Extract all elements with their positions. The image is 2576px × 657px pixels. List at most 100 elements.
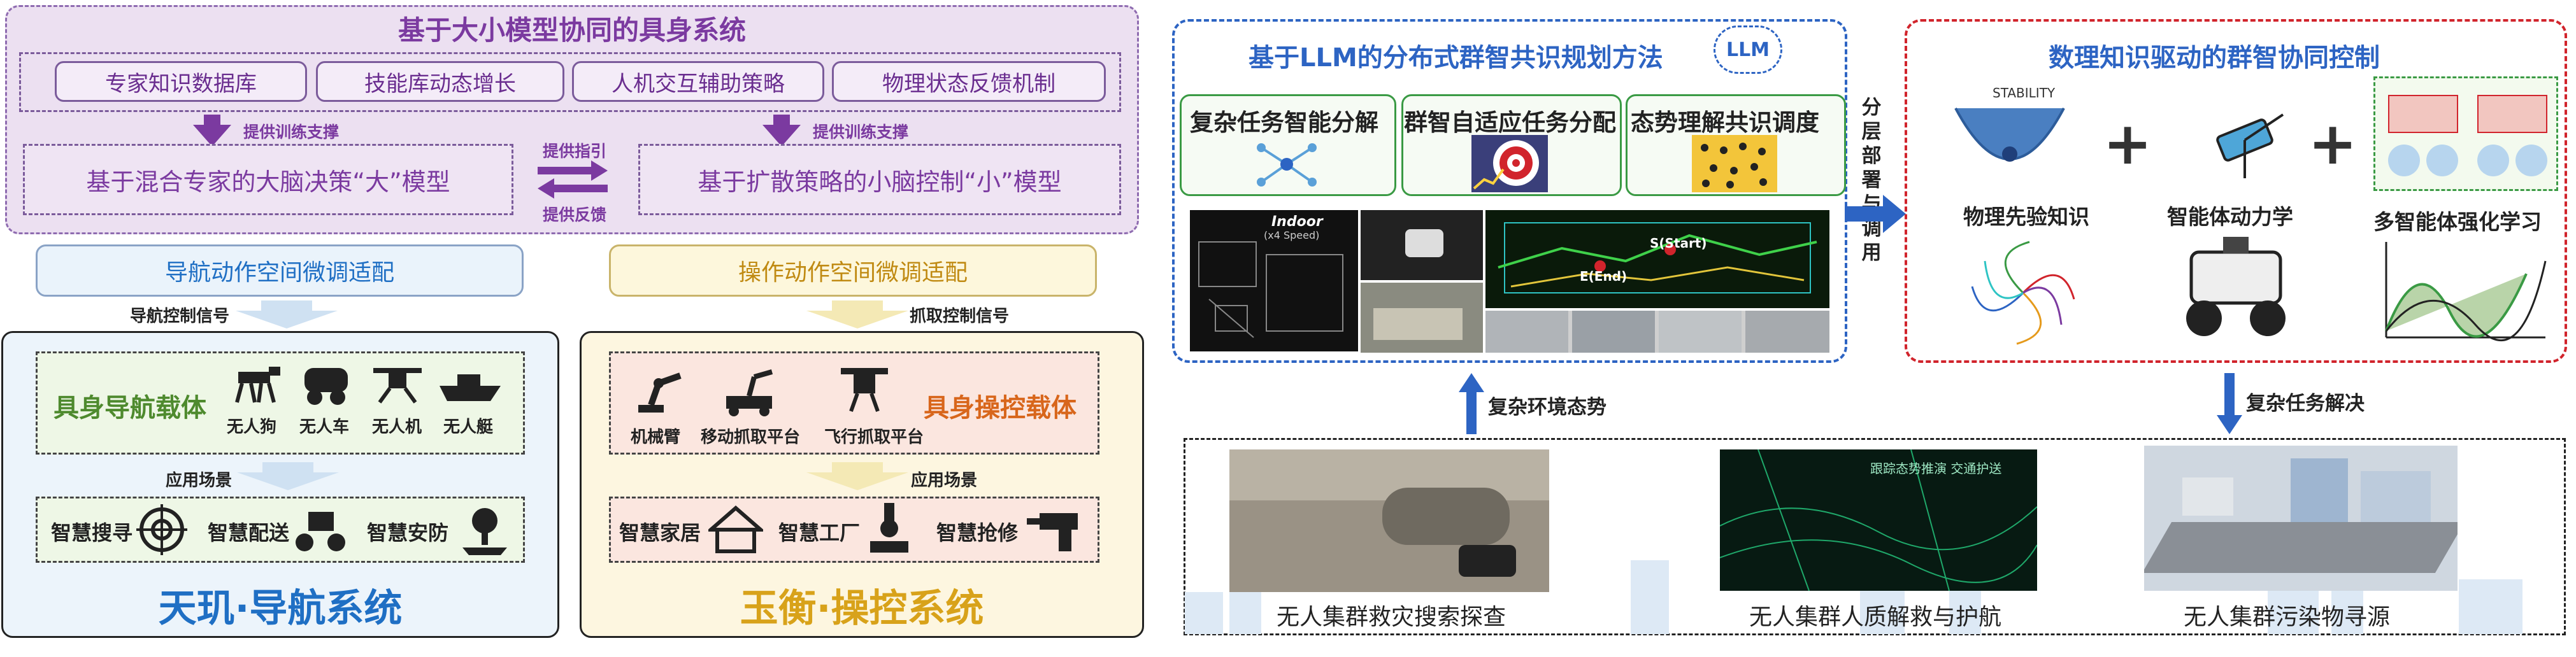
scenario-security-label: 智慧安防 bbox=[367, 521, 449, 545]
train-arrow-right-icon bbox=[762, 125, 801, 146]
point-cloud-drawing bbox=[1498, 222, 1817, 293]
boat-icon bbox=[440, 374, 501, 401]
manip-header: 操作动作空间微调适配 bbox=[609, 244, 1097, 297]
manip-scenario-label: 应用场景 bbox=[911, 471, 978, 490]
method-consensus-scheduling-label: 态势理解共识调度 bbox=[1631, 109, 1819, 136]
corridor-photo-strip bbox=[1485, 311, 1829, 353]
train-support-left-label: 提供训练支撑 bbox=[243, 123, 340, 141]
bidirectional-arrow-icon bbox=[538, 160, 608, 199]
manip-scenario-box bbox=[609, 497, 1099, 563]
end-point-label: E(End) bbox=[1580, 269, 1628, 284]
scenario-repair-label: 智慧抢修 bbox=[936, 521, 1019, 545]
module-row bbox=[19, 52, 1121, 112]
manip-carrier-label: 具身操控载体 bbox=[924, 393, 1077, 423]
up-arrow-icon bbox=[1459, 373, 1484, 434]
method-adaptive-allocation-label: 群智自适应任务分配 bbox=[1404, 109, 1616, 136]
start-point-label: S(Start) bbox=[1650, 236, 1707, 251]
dt-panel-title: 数理知识驱动的群智协同控制 bbox=[2049, 43, 2380, 73]
carrier-mobile-label: 移动抓取平台 bbox=[701, 428, 801, 447]
ground-robot-icon bbox=[2186, 237, 2286, 336]
small-model-box: 基于扩散策略的小脑控制“小”模型 bbox=[638, 144, 1121, 215]
nav-scenario-box bbox=[36, 497, 525, 563]
indoor-maze-drawing bbox=[1198, 241, 1343, 338]
scene-caption-rescue: 无人集群救灾搜索探查 bbox=[1277, 604, 1506, 630]
llm-planning-panel bbox=[1172, 19, 1847, 363]
dt-physical-prior-label: 物理先验知识 bbox=[1963, 204, 2089, 229]
module-skill-library: 技能库动态增长 bbox=[316, 61, 564, 102]
nav-header: 导航动作空间微调适配 bbox=[36, 244, 524, 297]
dt-agent-dynamics-label: 智能体动力学 bbox=[2167, 204, 2293, 229]
factory-robot-icon bbox=[870, 503, 908, 553]
layered-deploy-label: 分层部署与调用 bbox=[1861, 96, 1882, 264]
train-arrow-left-stem bbox=[204, 115, 220, 127]
flying-grasp-icon bbox=[841, 368, 888, 413]
provide-guidance-label: 提供指引 bbox=[543, 142, 607, 160]
nav-signal-arrow-icon bbox=[236, 300, 338, 328]
point-cloud-map-photo: E(End) S(Start) bbox=[1485, 210, 1829, 308]
tactical-map-drawing bbox=[1720, 449, 2037, 591]
llm-logo: LLM bbox=[1714, 25, 1782, 74]
scene-caption-hostage: 无人集群人质解救与护航 bbox=[1749, 604, 2002, 630]
nav-signal-label: 导航控制信号 bbox=[130, 307, 230, 326]
module-physical-feedback: 物理状态反馈机制 bbox=[832, 61, 1106, 102]
manip-signal-arrow-icon bbox=[806, 300, 908, 328]
train-arrow-left-icon bbox=[193, 125, 231, 146]
q-value-plot-icon bbox=[2385, 242, 2547, 342]
house-icon bbox=[708, 505, 763, 553]
manip-system-title: 玉衡·操控系统 bbox=[740, 586, 984, 631]
carrier-dog-label: 无人狗 bbox=[227, 418, 277, 437]
indoor-label: Indoor bbox=[1271, 214, 1323, 230]
complex-task-label: 复杂任务解决 bbox=[2246, 392, 2365, 415]
train-arrow-right-stem bbox=[773, 115, 790, 127]
pollution-source-photo bbox=[2144, 446, 2458, 591]
math-knowledge-panel bbox=[1905, 19, 2567, 363]
plus-icon-2: + bbox=[2308, 109, 2358, 178]
carrier-flying-label: 飞行抓取平台 bbox=[824, 428, 924, 447]
nav-carrier-label: 具身导航载体 bbox=[54, 393, 206, 423]
rubble-search-photo bbox=[1229, 449, 1549, 592]
target-icon bbox=[136, 504, 187, 555]
robot-dog-icon bbox=[235, 367, 280, 403]
robot-arm-icon bbox=[638, 372, 682, 413]
method-task-decomposition bbox=[1180, 94, 1396, 196]
security-camera-icon bbox=[462, 508, 507, 555]
scene-caption-pollution: 无人集群污染物寻源 bbox=[2184, 604, 2391, 630]
marl-architecture-diagram bbox=[2373, 76, 2558, 191]
provide-feedback-label: 提供反馈 bbox=[543, 206, 607, 224]
unmanned-car-icon bbox=[304, 368, 348, 405]
big-model-box: 基于混合专家的大脑决策“大”模型 bbox=[23, 144, 513, 215]
scooter-icon bbox=[296, 512, 345, 551]
dt-marl-label: 多智能体强化学习 bbox=[2373, 209, 2542, 234]
drone-icon bbox=[373, 368, 422, 404]
drill-icon bbox=[1027, 513, 1078, 551]
decomposition-graph-icon bbox=[1257, 143, 1317, 187]
phase-portrait-icon bbox=[1971, 241, 2075, 345]
carrier-arm-label: 机械臂 bbox=[631, 428, 681, 447]
manip-signal-label: 抓取控制信号 bbox=[910, 307, 1010, 326]
method-task-decomposition-label: 复杂任务智能分解 bbox=[1190, 109, 1378, 136]
nav-scenario-label: 应用场景 bbox=[166, 471, 233, 490]
indoor-map-photo: Indoor (x4 Speed) bbox=[1190, 210, 1358, 351]
hostage-rescue-photo: 跟踪态势推演 交通护送 bbox=[1720, 449, 2037, 591]
module-hri-strategy: 人机交互辅助策略 bbox=[572, 61, 824, 102]
dartboard-icon bbox=[1471, 135, 1548, 192]
carrier-boat-label: 无人艇 bbox=[443, 418, 494, 437]
train-support-right-label: 提供训练支撑 bbox=[813, 123, 909, 141]
agent-dynamics-icon bbox=[2216, 113, 2284, 178]
mobile-grasp-icon bbox=[726, 369, 773, 416]
complex-env-label: 复杂环境态势 bbox=[1488, 396, 1606, 419]
consensus-crowd-icon bbox=[1692, 135, 1777, 192]
embodied-system-title: 基于大小模型协同的具身系统 bbox=[397, 14, 746, 46]
scenario-delivery-label: 智慧配送 bbox=[208, 521, 290, 545]
scenario-factory-label: 智慧工厂 bbox=[778, 521, 861, 545]
stability-bowl-icon bbox=[1954, 108, 2065, 162]
module-expert-knowledge: 专家知识数据库 bbox=[55, 61, 307, 102]
layered-arrow-icon bbox=[1845, 195, 1906, 233]
scenario-search-label: 智慧搜寻 bbox=[51, 521, 133, 545]
robot-screen-photo bbox=[1361, 210, 1483, 280]
nav-scenario-arrow-icon bbox=[237, 462, 339, 490]
stability-text: STABILITY bbox=[1993, 85, 2056, 101]
down-arrow-icon bbox=[2217, 373, 2242, 434]
scenario-home-label: 智慧家居 bbox=[619, 521, 701, 545]
tactical-map-text: 跟踪态势推演 交通护送 bbox=[1870, 461, 2002, 476]
